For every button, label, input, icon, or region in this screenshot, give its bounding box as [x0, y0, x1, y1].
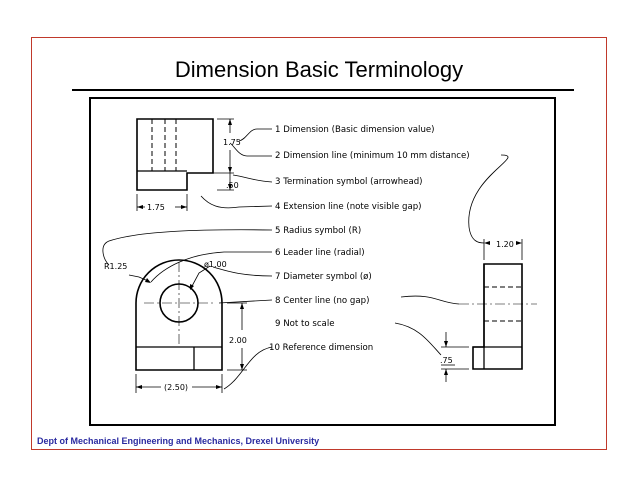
- dim-top-height: 1.75: [223, 138, 241, 147]
- footer-text: Dept of Mechanical Engineering and Mecha…: [37, 436, 320, 446]
- leader-6: [150, 251, 272, 283]
- side-view-arrowheads: [444, 241, 522, 375]
- leader-8-side: [400, 295, 460, 305]
- slide-frame: [31, 37, 607, 450]
- callout-item-8: 8 Center line (no gap): [275, 296, 369, 306]
- dim-side-width: 1.20: [496, 240, 514, 249]
- callout-item-7: 7 Diameter symbol (ø): [275, 272, 372, 282]
- leader-4: [200, 195, 273, 209]
- dim-diameter: ø1.00: [204, 260, 227, 269]
- leader-3: [232, 174, 273, 183]
- front-view: [128, 259, 247, 393]
- arrowhead: [190, 284, 194, 290]
- arrowhead: [136, 385, 142, 389]
- arrowhead: [228, 119, 232, 125]
- callout-leaders: [102, 128, 509, 390]
- callout-item-6: 6 Leader line (radial): [275, 248, 365, 258]
- front-view-arrowheads: [136, 278, 244, 389]
- diameter-leader: [190, 265, 211, 289]
- top-view-arrowheads: [137, 119, 232, 209]
- arrowhead: [181, 205, 187, 209]
- arrowhead: [216, 385, 222, 389]
- leader-2-side: [468, 154, 509, 244]
- callout-item-9: 9 Not to scale: [275, 319, 335, 329]
- dim-top-width: 1.75: [147, 203, 165, 212]
- figure-border: [89, 97, 556, 426]
- callout-item-5: 5 Radius symbol (R): [275, 226, 361, 236]
- arrowhead: [240, 364, 244, 370]
- leader-2: [229, 142, 272, 157]
- dimension-terminology-figure: 1.75 .50 1.75 R1.25 ø1.00 2.00 (2.50): [89, 97, 556, 426]
- leader-5: [102, 229, 273, 266]
- arrowhead: [240, 303, 244, 309]
- arrowhead: [444, 341, 448, 347]
- leader-7: [212, 266, 273, 277]
- callout-item-2: 2 Dimension line (minimum 10 mm distance…: [275, 151, 470, 161]
- leader-9-side: [394, 322, 442, 356]
- arrowhead: [145, 278, 151, 283]
- dim-radius: R1.25: [104, 262, 127, 271]
- side-view: [441, 239, 537, 382]
- dim-side-step: .75: [440, 356, 453, 365]
- arrowhead: [484, 241, 490, 245]
- callout-item-4: 4 Extension line (note visible gap): [275, 202, 422, 212]
- arrowhead: [228, 184, 232, 190]
- dim-reference-width: (2.50): [164, 383, 188, 392]
- callout-list: 1 Dimension (Basic dimension value) 2 Di…: [269, 125, 470, 353]
- top-view-outline: [136, 118, 214, 191]
- leader-1: [238, 128, 272, 142]
- dim-front-height: 2.00: [229, 336, 247, 345]
- radius-leader: [128, 274, 149, 282]
- slide-title: Dimension Basic Terminology: [174, 57, 464, 82]
- leader-10: [223, 346, 273, 390]
- arrowhead: [516, 241, 522, 245]
- arrowhead: [137, 205, 143, 209]
- dim-top-step: .50: [226, 181, 239, 190]
- callout-item-10: 10 Reference dimension: [269, 343, 373, 353]
- front-view-outline: [135, 259, 223, 371]
- leader-8: [218, 299, 273, 304]
- callout-item-3: 3 Termination symbol (arrowhead): [275, 177, 423, 187]
- arrowhead: [228, 167, 232, 173]
- arrowhead: [444, 369, 448, 375]
- title-divider: [72, 89, 574, 91]
- callout-item-1: 1 Dimension (Basic dimension value): [275, 125, 435, 135]
